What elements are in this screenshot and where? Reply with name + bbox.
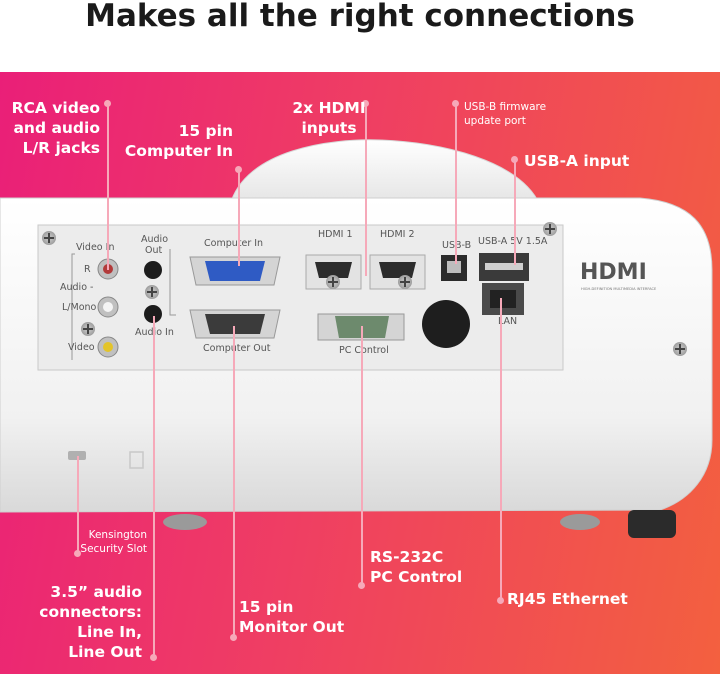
panel-screw-icon — [673, 342, 687, 356]
label-lan: LAN — [498, 316, 518, 327]
label-l-mono: L/Mono — [62, 302, 97, 313]
label-video: Video — [68, 342, 95, 353]
panel-screw-icon — [145, 285, 159, 299]
label-audio: Audio - — [60, 282, 94, 293]
leader-line-usb-a — [514, 160, 516, 265]
leader-dot — [104, 100, 111, 107]
hdmi-logo-subtitle: HIGH-DEFINITION MULTIMEDIA INTERFACE — [581, 287, 657, 291]
leader-dot — [362, 100, 369, 107]
panel-screw-icon — [81, 322, 95, 336]
page-headline: Makes all the right connections — [0, 0, 720, 72]
leader-line-audio — [153, 316, 155, 658]
panel-screw-icon — [42, 231, 56, 245]
leader-line-kensington — [77, 456, 79, 554]
leader-dot — [497, 597, 504, 604]
panel-screw-icon — [398, 275, 412, 289]
leader-dot — [74, 550, 81, 557]
leader-dot — [230, 634, 237, 641]
label-usb-a: USB-A 5V 1.5A — [478, 236, 548, 247]
label-hdmi1: HDMI 1 — [318, 229, 353, 240]
leader-dot — [452, 100, 459, 107]
label-pc-control: PC Control — [339, 345, 389, 356]
label-hdmi2: HDMI 2 — [380, 229, 415, 240]
label-computer-in: Computer In — [204, 238, 264, 249]
leader-line-rca — [107, 104, 109, 270]
label-computer-out: Computer Out — [203, 343, 271, 354]
label-audio-out-1: Audio — [141, 234, 169, 245]
callout-rj45: RJ45 Ethernet — [507, 590, 628, 608]
leader-line-monitor-out — [233, 326, 235, 638]
callout-usb-a: USB-A input — [524, 152, 630, 170]
leader-dot — [150, 654, 157, 661]
leader-line-rs232 — [361, 326, 363, 586]
hdmi-logo: HDMI — [580, 260, 647, 285]
leader-line-computer-in — [238, 170, 240, 266]
label-video-in: Video In — [76, 242, 115, 253]
leader-dot — [235, 166, 242, 173]
leader-line-rj45 — [500, 298, 502, 600]
panel-screw-icon — [543, 222, 557, 236]
leader-line-hdmi — [365, 104, 367, 276]
label-r: R — [84, 264, 91, 275]
leader-dot — [358, 582, 365, 589]
label-audio-out-2: Out — [145, 245, 163, 256]
leader-line-usb-b — [455, 104, 457, 264]
panel-screw-icon — [326, 275, 340, 289]
leader-dot — [511, 156, 518, 163]
